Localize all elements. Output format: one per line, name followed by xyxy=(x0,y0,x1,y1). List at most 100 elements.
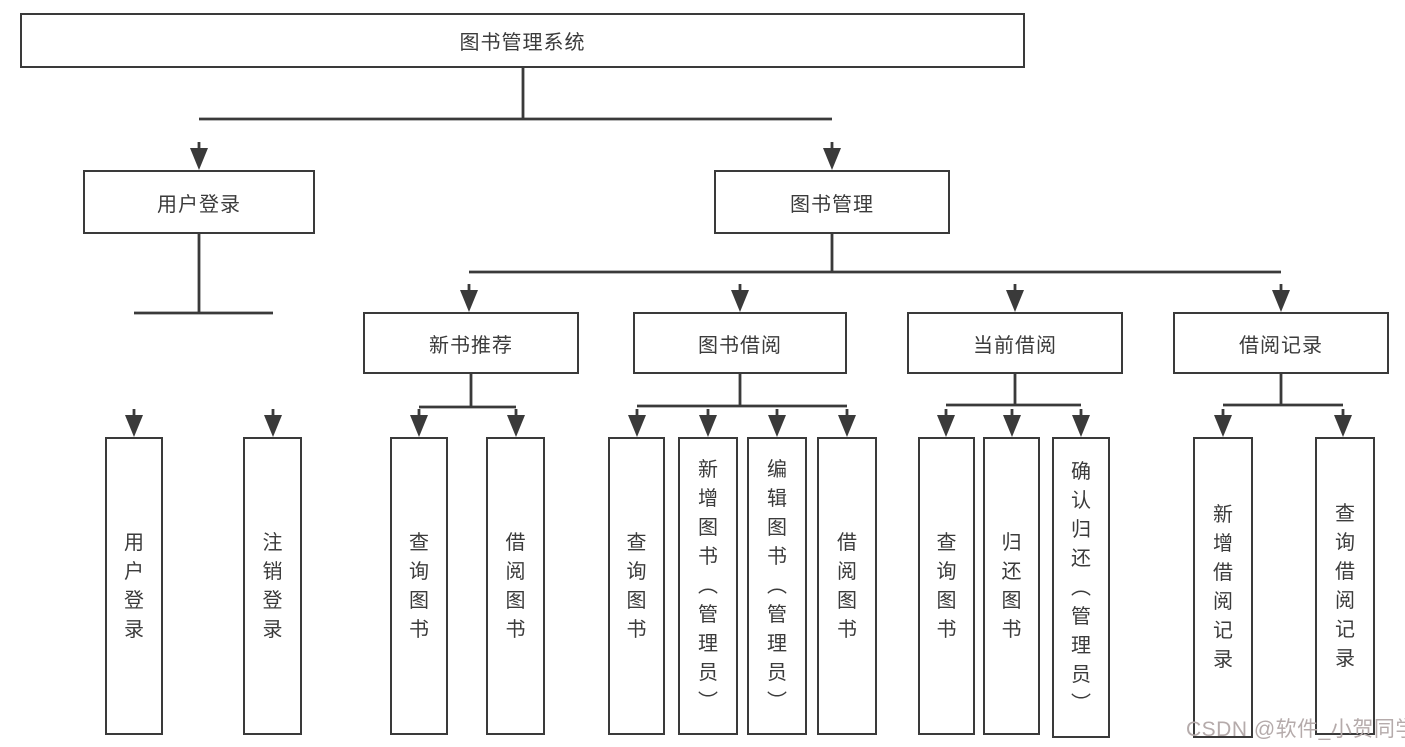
node-user-login: 用户登录 xyxy=(83,170,315,234)
vertical-char: 图 xyxy=(767,517,787,539)
vertical-char: 图 xyxy=(837,589,857,612)
vertical-char: 书 xyxy=(1001,618,1022,641)
vertical-char: 户 xyxy=(124,560,144,583)
leaf-current-confirm-return-label: 确认归还︵管理员︶ xyxy=(1071,462,1091,714)
leaf-current-confirm-return: 确认归还︵管理员︶ xyxy=(1052,437,1110,738)
leaf-borrow-query-books-label: 查询图书 xyxy=(627,533,647,640)
vertical-char: 图 xyxy=(505,589,526,612)
leaf-user-login: 用户登录 xyxy=(105,437,163,735)
vertical-char: 图 xyxy=(698,517,718,539)
leaf-records-add-record-label: 新增借阅记录 xyxy=(1213,505,1233,670)
node-book-borrow: 图书借阅 xyxy=(633,312,847,374)
vertical-char: 图 xyxy=(626,589,647,612)
vertical-char: 增 xyxy=(698,488,718,510)
leaf-borrow-borrow-books-label: 借阅图书 xyxy=(837,533,857,640)
vertical-char: 查 xyxy=(409,531,429,554)
vertical-char: 新 xyxy=(698,459,718,481)
vertical-char: 录 xyxy=(262,618,283,641)
vertical-char: 书 xyxy=(936,618,957,641)
vertical-char: 图 xyxy=(1001,589,1022,612)
vertical-char: 询 xyxy=(409,560,429,583)
csdn-watermark: CSDN @软件_小贺同学 xyxy=(1186,718,1405,741)
vertical-char: 增 xyxy=(1213,533,1233,555)
node-new-book-rec: 新书推荐 xyxy=(363,312,579,374)
vertical-char: 借 xyxy=(1335,560,1355,583)
vertical-char: 登 xyxy=(124,589,144,612)
leaf-records-query-record-label: 查询借阅记录 xyxy=(1335,504,1355,669)
leaf-rec-borrow-books: 借阅图书 xyxy=(486,437,545,735)
leaf-borrow-edit-books: 编辑图书︵管理员︶ xyxy=(747,437,807,735)
vertical-char: 还 xyxy=(1001,560,1022,583)
vertical-char: 编 xyxy=(767,459,787,481)
vertical-char: ︵ xyxy=(767,575,787,597)
vertical-char: 借 xyxy=(505,531,526,554)
leaf-current-query-books-label: 查询图书 xyxy=(937,533,957,640)
leaf-borrow-edit-books-label: 编辑图书︵管理员︶ xyxy=(767,460,787,712)
vertical-char: 确 xyxy=(1071,460,1091,483)
vertical-char: 管 xyxy=(698,604,718,626)
vertical-char: 阅 xyxy=(505,560,526,583)
node-root-label: 图书管理系统 xyxy=(459,32,586,54)
node-borrow-records: 借阅记录 xyxy=(1173,312,1389,374)
vertical-char: 询 xyxy=(1335,531,1355,554)
node-book-mgmt-label: 图书管理 xyxy=(790,193,874,216)
node-book-mgmt: 图书管理 xyxy=(714,170,950,234)
leaf-current-return-books: 归还图书 xyxy=(983,437,1040,735)
vertical-char: 注 xyxy=(262,531,283,554)
vertical-char: 销 xyxy=(262,560,283,583)
vertical-char: 辑 xyxy=(767,488,787,510)
leaf-user-login-label: 用户登录 xyxy=(124,533,144,640)
vertical-char: 查 xyxy=(626,531,647,554)
vertical-char: 归 xyxy=(1071,518,1091,541)
vertical-char: 询 xyxy=(936,560,957,583)
vertical-char: 借 xyxy=(1213,562,1233,584)
vertical-char: 书 xyxy=(626,618,647,641)
vertical-char: 图 xyxy=(936,589,957,612)
vertical-char: 查 xyxy=(1335,502,1355,525)
leaf-borrow-add-books-label: 新增图书︵管理员︶ xyxy=(698,460,718,712)
vertical-char: 还 xyxy=(1071,547,1091,570)
vertical-char: ︵ xyxy=(1071,576,1091,599)
vertical-char: ︶ xyxy=(767,691,787,713)
node-current-borrow-label: 当前借阅 xyxy=(973,334,1057,357)
vertical-char: 书 xyxy=(505,618,526,641)
vertical-char: 查 xyxy=(936,531,957,554)
vertical-char: 员 xyxy=(1071,663,1091,686)
vertical-char: 管 xyxy=(1071,605,1091,628)
vertical-char: 归 xyxy=(1001,531,1022,554)
node-current-borrow: 当前借阅 xyxy=(907,312,1123,374)
leaf-rec-borrow-books-label: 借阅图书 xyxy=(506,533,526,640)
vertical-char: 认 xyxy=(1071,489,1091,512)
vertical-char: 书 xyxy=(837,618,857,641)
node-book-borrow-label: 图书借阅 xyxy=(698,334,782,357)
vertical-char: ︶ xyxy=(1071,692,1091,715)
leaf-borrow-query-books: 查询图书 xyxy=(608,437,665,735)
node-user-login-label: 用户登录 xyxy=(157,193,241,216)
vertical-char: 管 xyxy=(767,604,787,626)
vertical-char: 记 xyxy=(1335,618,1355,641)
vertical-char: 录 xyxy=(1335,647,1355,670)
leaf-rec-query-books-label: 查询图书 xyxy=(409,533,429,640)
vertical-char: 阅 xyxy=(1335,589,1355,612)
leaf-records-query-record: 查询借阅记录 xyxy=(1315,437,1375,735)
vertical-char: 员 xyxy=(698,662,718,684)
vertical-char: 书 xyxy=(767,546,787,568)
leaf-records-add-record: 新增借阅记录 xyxy=(1193,437,1253,738)
leaf-current-return-books-label: 归还图书 xyxy=(1002,533,1022,640)
vertical-char: ︶ xyxy=(698,691,718,713)
leaf-borrow-borrow-books: 借阅图书 xyxy=(817,437,877,735)
vertical-char: 用 xyxy=(124,531,144,554)
vertical-char: 录 xyxy=(124,618,144,641)
vertical-char: 记 xyxy=(1213,620,1233,642)
vertical-char: 新 xyxy=(1213,504,1233,526)
node-borrow-records-label: 借阅记录 xyxy=(1239,334,1323,357)
vertical-char: 理 xyxy=(767,633,787,655)
vertical-char: 阅 xyxy=(837,560,857,583)
leaf-logout: 注销登录 xyxy=(243,437,302,735)
leaf-borrow-add-books: 新增图书︵管理员︶ xyxy=(678,437,738,735)
node-root: 图书管理系统 xyxy=(20,13,1025,68)
vertical-char: 借 xyxy=(837,531,857,554)
vertical-char: 书 xyxy=(409,618,429,641)
